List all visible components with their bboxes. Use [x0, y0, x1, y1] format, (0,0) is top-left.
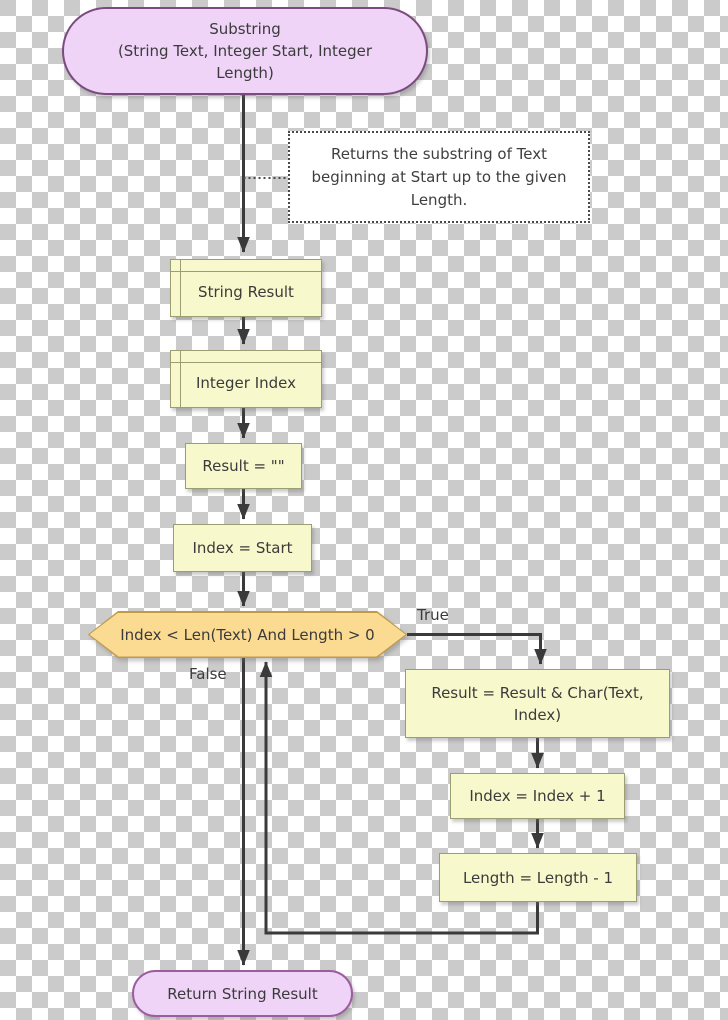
end-terminator-label: Return String Result — [167, 984, 318, 1003]
false-branch-label: False — [189, 665, 227, 683]
true-branch-label: True — [417, 606, 449, 624]
assign-index-start: Index = Start — [173, 524, 312, 572]
declare-integer-index-label: Integer Index — [195, 374, 297, 392]
assign-result-char: Result = Result & Char(Text, Index) — [405, 669, 670, 738]
assign-result-empty-label: Result = "" — [202, 457, 285, 475]
assign-index-start-label: Index = Start — [192, 539, 293, 557]
assign-length-decrement: Length = Length - 1 — [439, 853, 637, 902]
declare-string-result: String Result — [170, 259, 322, 317]
edge-decision-true — [407, 633, 547, 665]
annotation-text: Returns the substring of Text beginning … — [311, 144, 567, 209]
assign-index-increment: Index = Index + 1 — [450, 773, 625, 819]
start-title: Substring — [209, 20, 281, 38]
declare-string-result-label: String Result — [198, 283, 294, 301]
end-terminator: Return String Result — [132, 970, 353, 1017]
loop-decision: Index < Len(Text) And Length > 0 — [88, 611, 407, 658]
assign-result-empty: Result = "" — [185, 443, 302, 489]
loop-decision-condition: Index < Len(Text) And Length > 0 — [90, 613, 406, 657]
annotation-note: Returns the substring of Text beginning … — [288, 131, 590, 223]
start-signature: (String Text, Integer Start, Integer Len… — [117, 42, 373, 82]
start-terminator: Substring (String Text, Integer Start, I… — [62, 7, 428, 95]
assign-result-char-label: Result = Result & Char(Text, Index) — [431, 683, 644, 724]
assign-length-decrement-label: Length = Length - 1 — [462, 868, 614, 887]
assign-index-increment-label: Index = Index + 1 — [469, 787, 606, 805]
edge-loop-back — [259, 661, 539, 935]
declare-integer-index: Integer Index — [170, 350, 322, 408]
